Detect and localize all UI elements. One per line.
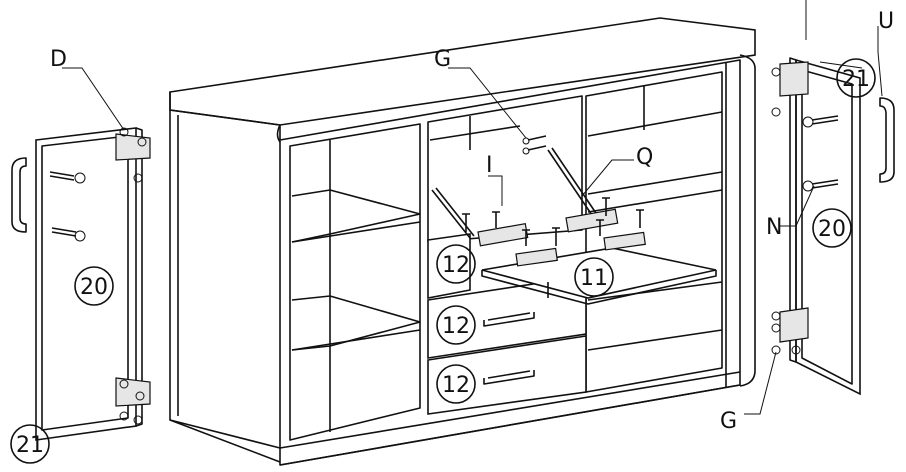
part-circle-right-door: 20 [812,208,852,248]
left-door-handle [11,157,27,233]
lid-stay-left-icon [431,187,475,239]
left-door [11,127,151,441]
right-door-hinge-top-icon [779,61,809,97]
right-compartment [585,71,723,393]
svg-text:12: 12 [442,253,470,278]
cabinet-side [169,110,281,463]
right-door-hinge-bottom-icon [779,307,809,343]
middle-compartment [427,95,583,243]
left-compartment [289,123,421,441]
left-door-hinge-bottom-icon [115,377,151,407]
hinge-base-right-icon [603,231,646,251]
svg-text:11: 11 [580,266,608,291]
part-circle-drawer-bottom: 12 [436,364,476,404]
part-circle-left-door-bottom: 21 [10,424,50,464]
label-d: D [50,47,67,72]
label-n: N [766,215,782,240]
letter-labels: D G I Q U N G [50,9,894,434]
hinge-plate-right-icon [565,208,619,233]
part-circle-drawer-top: 12 [436,244,476,284]
svg-text:12: 12 [442,314,470,339]
part-circle-flap: 11 [574,257,614,297]
lid-stay-right-icon [547,147,603,225]
label-g-top: G [434,47,451,72]
label-q: Q [636,145,653,170]
svg-text:20: 20 [80,275,108,300]
label-u: U [878,9,894,34]
hinge-base-left-icon [515,247,558,267]
label-i: I [486,153,493,178]
label-g-bottom: G [720,409,737,434]
leader-lines [62,26,883,415]
part-circle-right-door-top: 21 [836,58,876,98]
part-circle-drawer-middle: 12 [436,305,476,345]
left-door-screws-icon [49,127,147,425]
part-circle-left-door: 20 [74,266,114,306]
right-door [771,0,895,396]
svg-text:21: 21 [842,67,870,92]
svg-text:20: 20 [818,217,846,242]
part-number-circles: 20 21 12 12 12 11 21 20 [10,58,876,464]
svg-text:21: 21 [16,433,44,458]
drawer-handle-middle [483,312,535,327]
svg-text:12: 12 [442,373,470,398]
cabinet [169,17,756,466]
hinge-plate-left-icon [477,222,529,247]
right-door-handle [879,97,895,183]
left-door-hinge-top-icon [115,133,151,161]
drawer-handle-bottom [483,370,535,385]
